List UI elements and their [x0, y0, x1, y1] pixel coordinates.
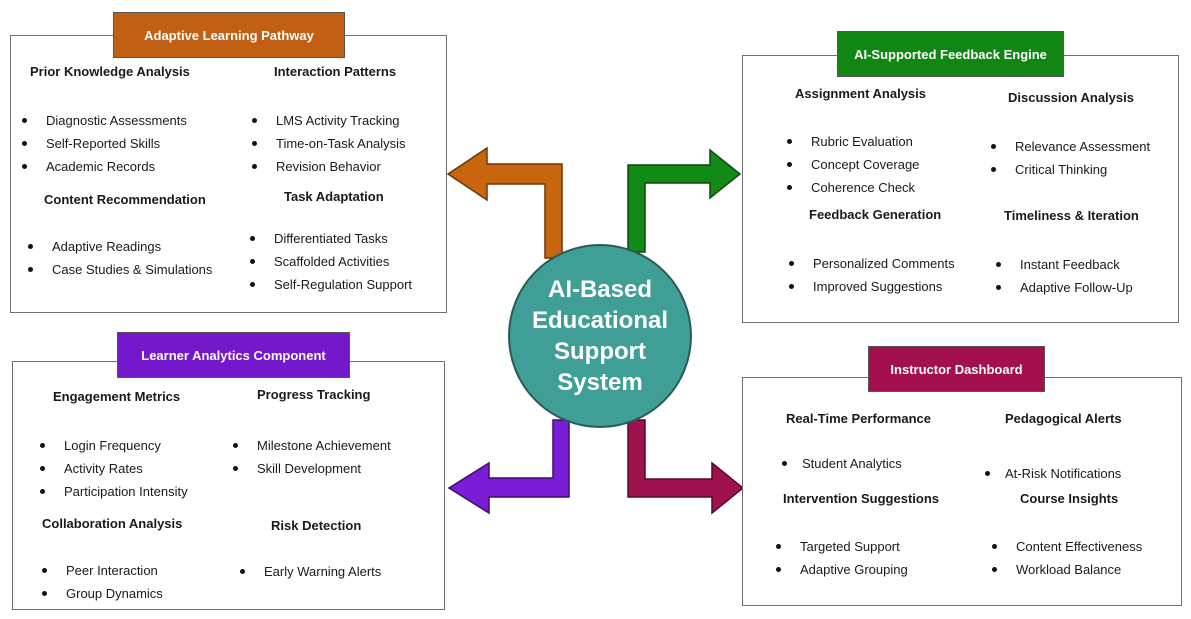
feedback-engine-title: AI-Supported Feedback Engine — [837, 31, 1064, 77]
list-item: Skill Development — [233, 457, 391, 480]
list-item: Scaffolded Activities — [250, 250, 412, 273]
arrow-to-feedback-engine — [627, 148, 742, 253]
list-item: Peer Interaction — [42, 559, 182, 582]
list-item: Participation Intensity — [40, 480, 188, 503]
list-item: Adaptive Follow-Up — [996, 276, 1139, 299]
section-title: Feedback Generation — [809, 207, 942, 222]
section-title: Intervention Suggestions — [783, 491, 940, 506]
section-interaction-patterns: Interaction Patterns LMS Activity Tracki… — [252, 64, 406, 178]
section-collaboration-analysis: Collaboration Analysis Peer Interaction … — [42, 516, 182, 605]
list-item: Activity Rates — [40, 457, 188, 480]
section-title: Course Insights — [1020, 491, 1119, 506]
arrow-to-learner-analytics — [447, 419, 570, 515]
section-real-time-performance: Real-Time Performance Student Analytics — [782, 411, 931, 475]
list-item: Rubric Evaluation — [787, 130, 926, 153]
section-task-adaptation: Task Adaptation Differentiated Tasks Sca… — [250, 189, 412, 296]
section-title: Risk Detection — [271, 518, 362, 533]
list-item: Student Analytics — [782, 452, 931, 475]
section-discussion-analysis: Discussion Analysis Relevance Assessment… — [991, 90, 1150, 181]
central-system-node: AI-Based Educational Support System — [508, 244, 692, 428]
section-assignment-analysis: Assignment Analysis Rubric Evaluation Co… — [787, 86, 926, 199]
list-item: At-Risk Notifications — [985, 462, 1122, 485]
section-engagement-metrics: Engagement Metrics Login Frequency Activ… — [40, 389, 188, 503]
section-title: Pedagogical Alerts — [1005, 411, 1122, 426]
list-item: Differentiated Tasks — [250, 227, 412, 250]
list-item: Early Warning Alerts — [240, 560, 381, 583]
list-item: Self-Regulation Support — [250, 273, 412, 296]
central-system-title: AI-Based Educational Support System — [531, 276, 669, 396]
list-item: Personalized Comments — [789, 252, 955, 275]
list-item: Coherence Check — [787, 176, 926, 199]
section-risk-detection: Risk Detection Early Warning Alerts — [240, 518, 381, 583]
section-title: Engagement Metrics — [53, 389, 181, 404]
adaptive-learning-pathway-title: Adaptive Learning Pathway — [113, 12, 345, 58]
arrow-to-adaptive-learning-pathway — [446, 146, 563, 259]
section-intervention-suggestions: Intervention Suggestions Targeted Suppor… — [776, 491, 939, 581]
list-item: Instant Feedback — [996, 253, 1139, 276]
list-item: Targeted Support — [776, 535, 939, 558]
section-content-recommendation: Content Recommendation Adaptive Readings… — [28, 192, 212, 281]
section-title: Timeliness & Iteration — [1004, 208, 1139, 223]
feedback-engine-panel — [742, 55, 1179, 323]
section-title: Task Adaptation — [284, 189, 384, 204]
list-item: Milestone Achievement — [233, 434, 391, 457]
list-item: Relevance Assessment — [991, 135, 1150, 158]
section-title: Interaction Patterns — [274, 64, 397, 79]
list-item: Adaptive Grouping — [776, 558, 939, 581]
list-item: Academic Records — [22, 155, 190, 178]
list-item: Content Effectiveness — [992, 535, 1142, 558]
list-item: Diagnostic Assessments — [22, 109, 190, 132]
list-item: Login Frequency — [40, 434, 188, 457]
instructor-dashboard-title: Instructor Dashboard — [868, 346, 1045, 392]
learner-analytics-title: Learner Analytics Component — [117, 332, 350, 378]
list-item: Concept Coverage — [787, 153, 926, 176]
section-title: Prior Knowledge Analysis — [30, 64, 190, 79]
section-progress-tracking: Progress Tracking Milestone Achievement … — [233, 387, 391, 480]
section-title: Assignment Analysis — [795, 86, 927, 101]
section-feedback-generation: Feedback Generation Personalized Comment… — [789, 207, 955, 298]
list-item: Case Studies & Simulations — [28, 258, 212, 281]
section-prior-knowledge-analysis: Prior Knowledge Analysis Diagnostic Asse… — [22, 64, 190, 178]
list-item: Critical Thinking — [991, 158, 1150, 181]
section-title: Progress Tracking — [257, 387, 371, 402]
section-course-insights: Course Insights Content Effectiveness Wo… — [992, 491, 1142, 581]
section-title: Collaboration Analysis — [42, 516, 183, 531]
list-item: Time-on-Task Analysis — [252, 132, 406, 155]
section-title: Discussion Analysis — [1008, 90, 1134, 105]
list-item: Self-Reported Skills — [22, 132, 190, 155]
list-item: Revision Behavior — [252, 155, 406, 178]
list-item: Adaptive Readings — [28, 235, 212, 258]
section-title: Content Recommendation — [44, 192, 206, 207]
list-item: Workload Balance — [992, 558, 1142, 581]
section-timeliness-iteration: Timeliness & Iteration Instant Feedback … — [996, 208, 1139, 299]
list-item: LMS Activity Tracking — [252, 109, 406, 132]
adaptive-learning-pathway-panel — [10, 35, 447, 313]
section-title: Real-Time Performance — [786, 411, 931, 426]
learner-analytics-panel — [12, 361, 445, 610]
arrow-to-instructor-dashboard — [627, 419, 745, 515]
section-pedagogical-alerts: Pedagogical Alerts At-Risk Notifications — [985, 411, 1122, 485]
list-item: Improved Suggestions — [789, 275, 955, 298]
list-item: Group Dynamics — [42, 582, 182, 605]
